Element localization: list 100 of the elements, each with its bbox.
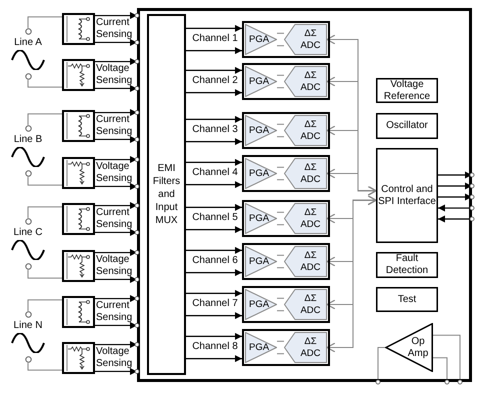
wire [276,32,284,34]
arrow [95,182,137,190]
arrow [186,24,242,32]
sensing-label: Current Sensing [96,17,134,41]
function-block [376,148,438,243]
sensing-label: Voltage Sensing [96,346,134,370]
wire [276,74,284,76]
channel-block [242,286,330,323]
arrow [186,290,242,297]
arrow [95,38,137,46]
arrow [438,182,472,190]
channel-block [242,243,330,280]
wire [276,45,284,46]
block-label: Voltage Reference [382,78,432,102]
wire [28,299,62,312]
arrow [95,202,137,210]
wire [276,87,284,88]
arrow [95,276,137,283]
function-block [376,78,438,103]
wire [28,362,62,371]
arrow [95,295,137,302]
sensing-label: Current Sensing [96,300,134,324]
block-label: PGA [249,34,270,45]
wire [276,254,284,256]
wire [276,298,284,299]
arrow [186,66,242,74]
function-block [376,113,438,139]
block-label: Test [396,294,418,306]
arrow [95,156,137,164]
block-label: ΔΣ ADC [299,28,322,52]
wire [276,267,284,268]
arrow [95,368,137,375]
block-label: ΔΣ ADC [299,162,322,186]
wire [276,166,284,168]
arrow [95,341,137,348]
arrow [438,204,472,212]
arrow [95,12,137,20]
channel-block [242,112,330,149]
block-label: PGA [249,342,270,353]
block-label: PGA [249,168,270,179]
arrow [186,116,242,123]
wire [276,310,284,312]
wire [276,179,284,180]
block-label: Oscillator [385,120,429,132]
block-label: ΔΣ ADC [299,70,322,94]
arrow [186,355,242,362]
sensing-label: Voltage Sensing [96,254,134,278]
arrow [186,47,242,54]
wire [28,206,62,218]
wire [28,176,62,186]
arrow [95,136,137,143]
arrow [186,312,242,320]
channel-block [242,200,330,237]
sensing-label: Current Sensing [96,207,134,231]
channel-label: Channel 5 [191,212,239,224]
channel-label: Channel 7 [191,298,239,310]
arrow [186,332,242,340]
function-block [376,287,438,312]
block-label: PGA [249,76,270,87]
wire [28,16,62,28]
block-label: Op Amp [407,336,429,360]
arrow [95,58,137,66]
arrow [186,246,242,254]
arrow [186,158,242,166]
block-label: Control and SPI Interface [377,184,437,208]
wire [276,136,284,138]
filter-mux-block [147,14,186,375]
sensing-label: Voltage Sensing [96,63,134,87]
block-label: Fault Detection [384,253,430,277]
wire [276,224,284,226]
channel-label: Channel 4 [191,167,239,179]
channel-label: Channel 8 [191,341,239,353]
arrow [186,204,242,211]
channel-label: Channel 2 [191,75,239,87]
arrow [186,226,242,234]
arrow [95,322,137,329]
wire [28,270,62,279]
block-label: ΔΣ ADC [299,292,322,316]
wire [276,353,284,354]
arrow [438,194,472,201]
sensing-label: Voltage Sensing [96,161,134,185]
wire [276,124,284,125]
block-label: Line A [14,37,42,49]
channel-label: Channel 3 [191,124,239,136]
function-block [376,252,438,278]
channel-label: Channel 6 [191,255,239,267]
arrow [186,181,242,188]
arrow [438,171,472,178]
arrow [186,138,242,146]
block-label: PGA [249,299,270,310]
block-label: EMI Filters and Input MUX [152,162,182,227]
arrow [186,89,242,96]
channel-block [242,63,330,100]
arrow [95,228,137,236]
block-label: ΔΣ ADC [299,206,322,230]
arrow [186,269,242,276]
block-label: Line N [14,320,42,332]
arrow [438,215,472,222]
channel-block [242,329,330,366]
channel-block [242,155,330,192]
